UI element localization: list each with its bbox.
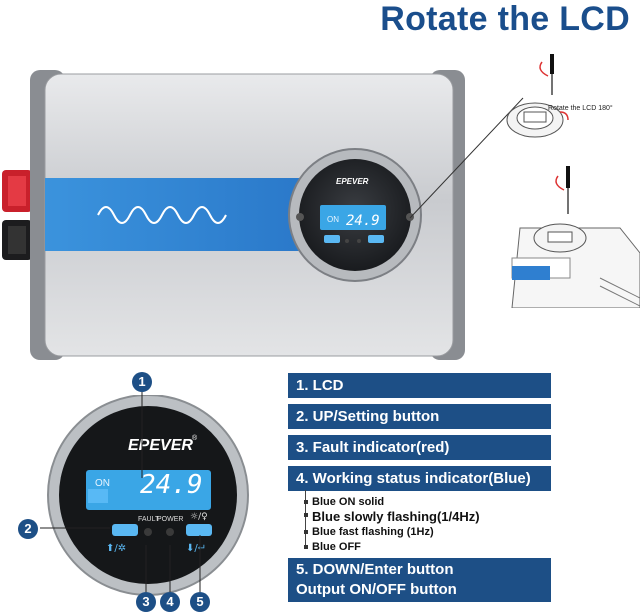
svg-text:EPEVER: EPEVER — [336, 177, 369, 186]
fault-led — [144, 528, 152, 536]
page-title: Rotate the LCD — [380, 0, 630, 38]
pointer-line — [409, 97, 524, 219]
lcd-screen — [86, 470, 211, 510]
legend-item-lcd: 1. LCD — [288, 373, 551, 398]
callout-lines — [40, 388, 201, 592]
rotate-diagram-top — [506, 54, 569, 138]
svg-text:®: ® — [192, 434, 198, 442]
lcd-status-text: ON — [95, 478, 110, 489]
legend-item-down-enter-line2: Output ON/OFF button — [296, 581, 457, 598]
status-note-on-solid: Blue ON solid — [303, 496, 385, 508]
sine-wave-icon — [97, 206, 227, 224]
status-note-slow-flash: Blue slowly flashing(1/4Hz) — [304, 509, 480, 524]
callout-5: 5 — [190, 592, 210, 612]
status-note-off: Blue OFF — [304, 541, 361, 553]
inverter-illustration: EPEVER ON 24.9 — [2, 70, 465, 360]
svg-text:24.9: 24.9 — [346, 213, 380, 229]
status-note-fast-flash: Blue fast flashing (1Hz) — [304, 526, 434, 538]
callout-4: 4 — [160, 592, 180, 612]
callout-1: 1 — [132, 372, 152, 392]
callout-2: 2 — [18, 519, 38, 539]
rotate-note: Rotate the LCD 180° — [548, 105, 613, 112]
callout-3: 3 — [136, 592, 156, 612]
svg-text:⬆/✲: ⬆/✲ — [106, 543, 126, 554]
fault-label: FAULT — [138, 516, 160, 523]
legend-item-status: 4. Working status indicator(Blue) — [288, 466, 551, 491]
power-led — [166, 528, 174, 536]
svg-text:☼/♀: ☼/♀ — [190, 512, 208, 522]
lcd-value: 24.9 — [140, 470, 203, 500]
rotate-diagram-installed — [511, 166, 640, 308]
legend-item-up-setting: 2. UP/Setting button — [288, 404, 551, 429]
rotate-arrow-icon — [539, 61, 549, 77]
up-setting-button[interactable] — [112, 524, 138, 536]
down-enter-button[interactable] — [186, 524, 212, 536]
legend-item-down-enter: 5. DOWN/Enter button Output ON/OFF butto… — [288, 558, 551, 602]
legend-item-down-enter-line1: 5. DOWN/Enter button — [296, 561, 454, 578]
lcd-panel-illustration: EPEVER ® ⬆/✲ ⬇/↵ ☼/♀ — [47, 395, 249, 596]
svg-text:ON: ON — [327, 215, 339, 224]
svg-text:⬇/↵: ⬇/↵ — [186, 543, 206, 554]
power-label: POWER — [157, 516, 184, 523]
terminals — [2, 170, 32, 260]
status-tree-line — [305, 490, 306, 545]
legend-item-fault: 3. Fault indicator(red) — [288, 435, 551, 460]
svg-text:EPEVER: EPEVER — [128, 437, 193, 454]
